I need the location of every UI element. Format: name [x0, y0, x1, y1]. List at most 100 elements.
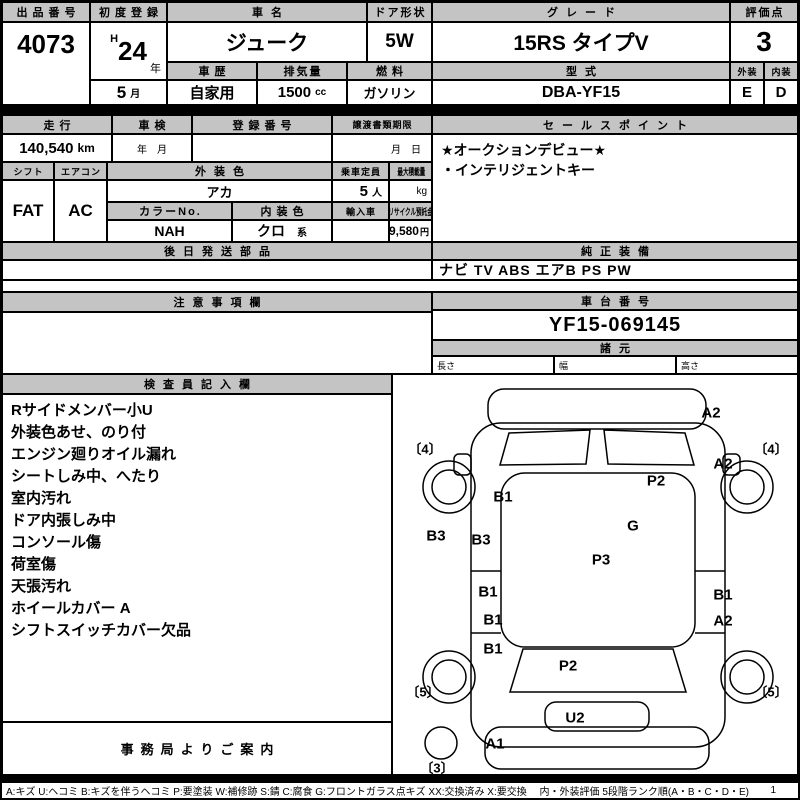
- interior-color-value: クロ 系: [232, 220, 332, 242]
- model-value: DBA-YF15: [432, 80, 730, 105]
- fuel-header: 燃料: [347, 62, 432, 80]
- sales-point-line: ・インテリジェントキー: [441, 162, 595, 178]
- recycle-header-text: リサイクル預託金: [389, 206, 432, 217]
- wheel-rear-right-inner: [729, 659, 765, 695]
- spec-length-cell: 長さ: [432, 356, 554, 374]
- shaken-header: 車検: [112, 115, 192, 134]
- chassis-value: YF15-069145: [432, 310, 798, 340]
- auction-no-value: 4073: [2, 22, 90, 105]
- damage-label-B3: B3: [471, 531, 491, 549]
- damage-label-P3: P3: [591, 551, 611, 569]
- reg-no-header: 登録番号: [192, 115, 332, 134]
- wheel-front-left: [422, 460, 476, 514]
- capacity-value: 5 人: [332, 180, 389, 202]
- rear-window: [508, 648, 688, 693]
- auction-no-text: 4073: [17, 29, 75, 59]
- rear-bumper: [484, 726, 710, 770]
- mileage-header: 走行: [2, 115, 112, 134]
- wheel-front-right: [720, 460, 774, 514]
- displacement-value: 1500 cc: [257, 80, 347, 105]
- spec-height-cell: 高さ: [676, 356, 798, 374]
- height-label: 高さ: [681, 360, 700, 371]
- mileage-number: 140,540: [19, 139, 74, 157]
- spacer-row: [2, 280, 798, 292]
- page-number: 1: [770, 785, 776, 796]
- inspector-note: シフトスイッチカバー欠品: [11, 622, 192, 639]
- sales-point-header: セールスポイント: [432, 115, 798, 134]
- damage-label-P2: P2: [646, 472, 666, 490]
- first-reg-month-cell: 5 月: [90, 80, 167, 105]
- exterior-color-value: アカ: [107, 180, 332, 202]
- equipment-value: ナビ TV ABS エアB PS PW: [432, 260, 798, 280]
- interior-grade-value: D: [764, 80, 798, 105]
- width-label: 幅: [559, 360, 569, 371]
- inspector-note: コンソール傷: [11, 534, 102, 551]
- damage-label-B1: B1: [493, 488, 513, 506]
- damage-label-5: 〔5〕: [754, 684, 788, 700]
- exterior-grade-value: E: [730, 80, 764, 105]
- later-parts-header: 後日発送部品: [2, 242, 432, 260]
- first-reg-year-cell: H 24 年: [90, 22, 167, 80]
- transfer-deadline-header: 譲渡書類期限: [332, 115, 432, 134]
- year-unit: 年: [150, 63, 161, 75]
- capacity-header: 乗車定員: [332, 162, 389, 180]
- import-value: [332, 220, 389, 242]
- inspector-note: ドア内張しみ中: [11, 512, 117, 529]
- wheel-front-right-inner: [729, 469, 765, 505]
- inspector-note: 荷室傷: [11, 556, 57, 573]
- office-info-header: 事務局よりご案内: [2, 722, 392, 775]
- car-name-header: 車名: [167, 2, 367, 22]
- fuel-value: ガソリン: [347, 80, 432, 105]
- caution-area: [2, 312, 432, 374]
- damage-label-B3: B3: [426, 527, 446, 545]
- max-load-header: 最大積載量: [389, 162, 432, 180]
- aircon-value: AC: [54, 180, 107, 242]
- max-load-header-text: 最大積載量: [396, 166, 425, 177]
- damage-label-B1: B1: [478, 583, 498, 601]
- sales-point-line: ★オークションデビュー★: [441, 142, 607, 158]
- separator-bar-bottom: [2, 775, 798, 783]
- damage-label-P2: P2: [558, 657, 578, 675]
- interior-color-suffix: 系: [297, 227, 307, 239]
- displacement-number: 1500: [277, 84, 312, 101]
- windshield-left: [499, 429, 591, 466]
- front-bumper: [487, 388, 707, 430]
- shift-header: シフト: [2, 162, 54, 180]
- damage-label-5: 〔5〕: [406, 684, 440, 700]
- damage-label-B1: B1: [713, 586, 733, 604]
- max-load-value: kg: [389, 180, 432, 202]
- inspector-note: ホイールカバー A: [11, 600, 131, 617]
- damage-label-B1: B1: [483, 640, 503, 658]
- chassis-header: 車台番号: [432, 292, 798, 310]
- grade-value: 15RS タイプV: [432, 22, 730, 62]
- grade-header: グレード: [432, 2, 730, 22]
- color-no-value: NAH: [107, 220, 232, 242]
- reg-year: 24: [118, 35, 147, 66]
- aircon-header: エアコン: [54, 162, 107, 180]
- import-header: 輸入車: [332, 202, 389, 220]
- car-top-view: [422, 388, 774, 770]
- inspector-note: Rサイドメンバー小U: [11, 402, 153, 419]
- reg-month: 5: [116, 82, 127, 102]
- month-unit: 月: [130, 89, 141, 100]
- damage-label-A2: A2: [713, 612, 733, 630]
- legend-text: A:キズ U:ヘコミ B:キズを伴うヘコミ P:要塗装 W:補修跡 S:錆 C:…: [6, 787, 749, 798]
- sales-point-panel: ★オークションデビュー★ ・インテリジェントキー: [432, 134, 798, 242]
- damage-label-3: 〔3〕: [420, 760, 454, 775]
- recycle-fee: 9,580: [389, 224, 419, 238]
- windshield-right: [603, 429, 695, 466]
- damage-label-A1: A1: [485, 735, 505, 753]
- spec-width-cell: 幅: [554, 356, 676, 374]
- length-label: 長さ: [437, 360, 456, 371]
- spare-tire: [424, 726, 458, 760]
- wheel-front-left-inner: [431, 469, 467, 505]
- wheel-rear-right: [720, 650, 774, 704]
- inspector-note: 外装色あせ、のり付: [11, 424, 147, 441]
- car-name-value: ジューク: [167, 22, 367, 62]
- mirror-right: [722, 453, 741, 476]
- spec-header: 諸元: [432, 340, 798, 356]
- damage-label-A2: A2: [713, 455, 733, 473]
- history-header: 車歴: [167, 62, 257, 80]
